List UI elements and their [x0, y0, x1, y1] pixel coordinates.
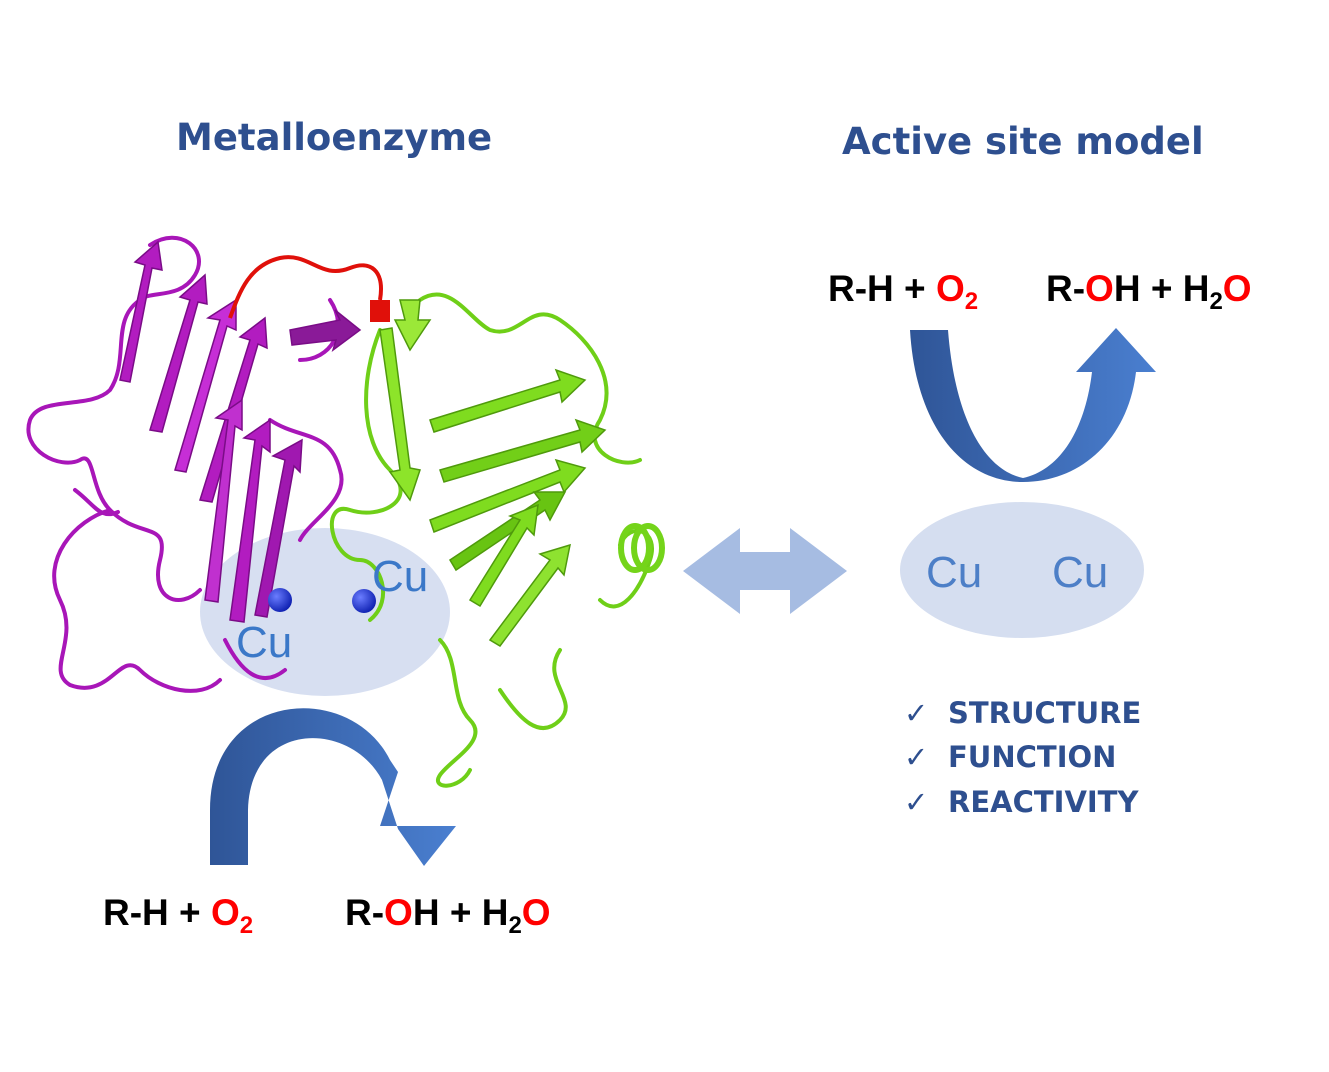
checklist-item-function: ✓FUNCTION — [904, 740, 1117, 774]
model-reactants: R-H + O2 — [828, 268, 979, 315]
model-cu-label-right: Cu — [1052, 548, 1109, 597]
enzyme-cu-label-lower: Cu — [236, 618, 293, 667]
checkmark-icon: ✓ — [904, 740, 929, 774]
model-products: R-OH + H2O — [1046, 268, 1252, 315]
metalloenzyme-title: Metalloenzyme — [176, 116, 493, 159]
green-beta-strands — [379, 299, 607, 647]
active-site-model-title: Active site model — [842, 120, 1204, 163]
green-protein-domain — [329, 292, 654, 788]
green-helix — [618, 523, 665, 573]
model-cu-label-left: Cu — [926, 548, 983, 597]
enzyme-active-site-ellipse — [200, 528, 450, 696]
double-headed-arrow — [683, 528, 847, 614]
red-linker-terminus — [370, 300, 390, 322]
model-active-site-ellipse — [900, 502, 1144, 638]
enzyme-reactants: R-H + O2 — [103, 892, 254, 939]
enzyme-products: R-OH + H2O — [345, 892, 551, 939]
magenta-beta-strands — [119, 240, 362, 623]
copper-atom-1 — [268, 588, 292, 612]
red-linker-loop — [228, 255, 383, 319]
copper-atom-2 — [352, 589, 376, 613]
enzyme-cu-label-upper: Cu — [372, 552, 429, 601]
model-reaction-arrow — [910, 328, 1156, 482]
checkmark-icon: ✓ — [904, 785, 929, 819]
checklist-item-reactivity: ✓REACTIVITY — [904, 785, 1139, 819]
magenta-protein-domain — [26, 235, 344, 693]
enzyme-reaction-arrow — [210, 708, 456, 866]
checkmark-icon: ✓ — [904, 696, 929, 730]
checklist-item-structure: ✓STRUCTURE — [904, 696, 1142, 730]
